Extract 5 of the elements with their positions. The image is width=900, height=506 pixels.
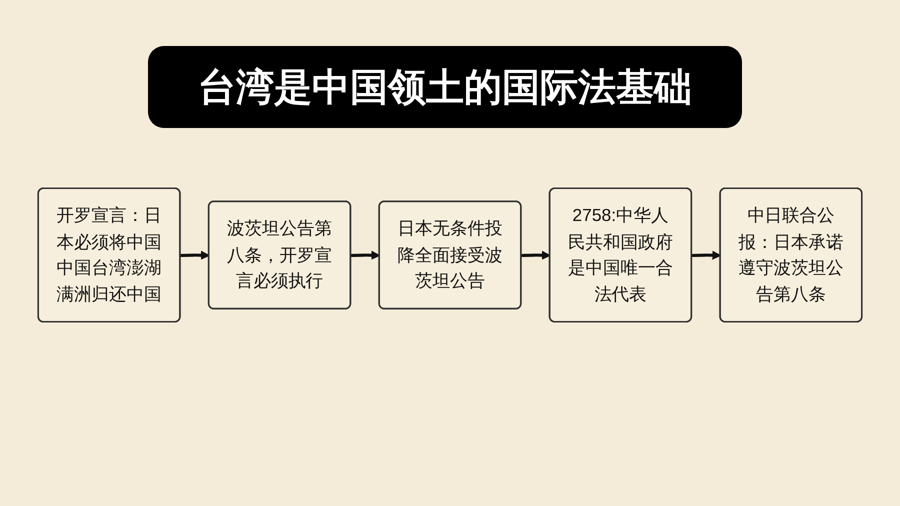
arrow (350, 250, 380, 260)
arrow (692, 250, 721, 260)
arrow (521, 250, 551, 260)
title-banner: 台湾是中国领土的国际法基础 (148, 46, 742, 128)
arrow (180, 250, 210, 260)
